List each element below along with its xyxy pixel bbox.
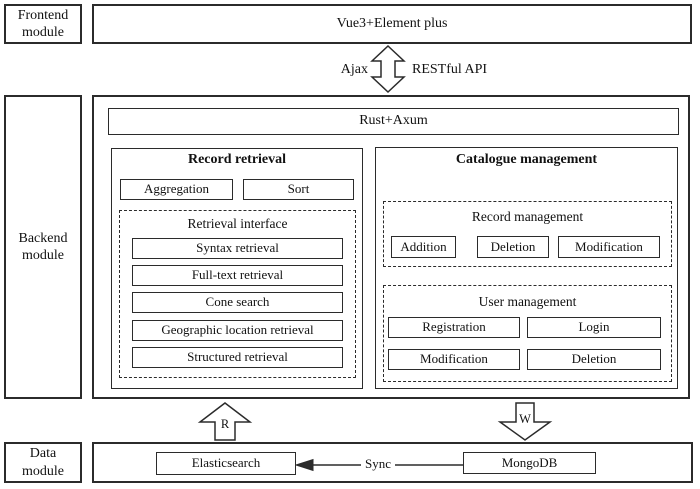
- user-deletion-box: Deletion: [527, 349, 661, 370]
- catalogue-management-panel: [375, 147, 678, 389]
- backend-framework-box: Rust+Axum: [108, 108, 679, 135]
- mongodb-box: MongoDB: [463, 452, 596, 474]
- frontend-module-label: Frontend module: [4, 4, 82, 44]
- user-login-box: Login: [527, 317, 661, 338]
- backend-box: [92, 95, 690, 399]
- data-layer-box: [92, 442, 693, 483]
- read-arrow-label: R: [220, 417, 230, 431]
- retrieval-interface-panel: [119, 210, 356, 378]
- ajax-restful-double-arrow-icon: [370, 44, 406, 94]
- sort-box: Sort: [243, 179, 354, 200]
- ajax-label: Ajax: [340, 62, 368, 77]
- geographic-location-retrieval-box: Geographic location retrieval: [132, 320, 343, 341]
- user-registration-box: Registration: [388, 317, 520, 338]
- syntax-retrieval-box: Syntax retrieval: [132, 238, 343, 259]
- data-module-label: Data module: [4, 442, 82, 483]
- user-modification-box: Modification: [388, 349, 520, 370]
- retrieval-interface-title: Retrieval interface: [187, 216, 288, 231]
- catalogue-management-title: Catalogue management: [455, 152, 598, 167]
- cone-search-box: Cone search: [132, 292, 343, 313]
- record-management-panel: [383, 201, 672, 267]
- restful-api-label: RESTful API: [412, 62, 488, 77]
- structured-retrieval-box: Structured retrieval: [132, 347, 343, 368]
- elasticsearch-box: Elasticsearch: [156, 452, 296, 475]
- record-addition-box: Addition: [391, 236, 456, 258]
- user-management-panel: [383, 285, 672, 382]
- frontend-stack-box: Vue3+Element plus: [92, 4, 692, 44]
- aggregation-box: Aggregation: [120, 179, 233, 200]
- record-management-title: Record management: [471, 209, 584, 224]
- user-management-title: User management: [478, 294, 577, 309]
- record-modification-box: Modification: [558, 236, 660, 258]
- write-arrow-label: W: [519, 412, 531, 426]
- sync-label: Sync: [361, 456, 395, 472]
- fulltext-retrieval-box: Full-text retrieval: [132, 265, 343, 286]
- record-deletion-box: Deletion: [477, 236, 549, 258]
- record-retrieval-title: Record retrieval: [187, 152, 287, 167]
- record-retrieval-panel: [111, 148, 363, 389]
- backend-module-label: Backend module: [4, 95, 82, 399]
